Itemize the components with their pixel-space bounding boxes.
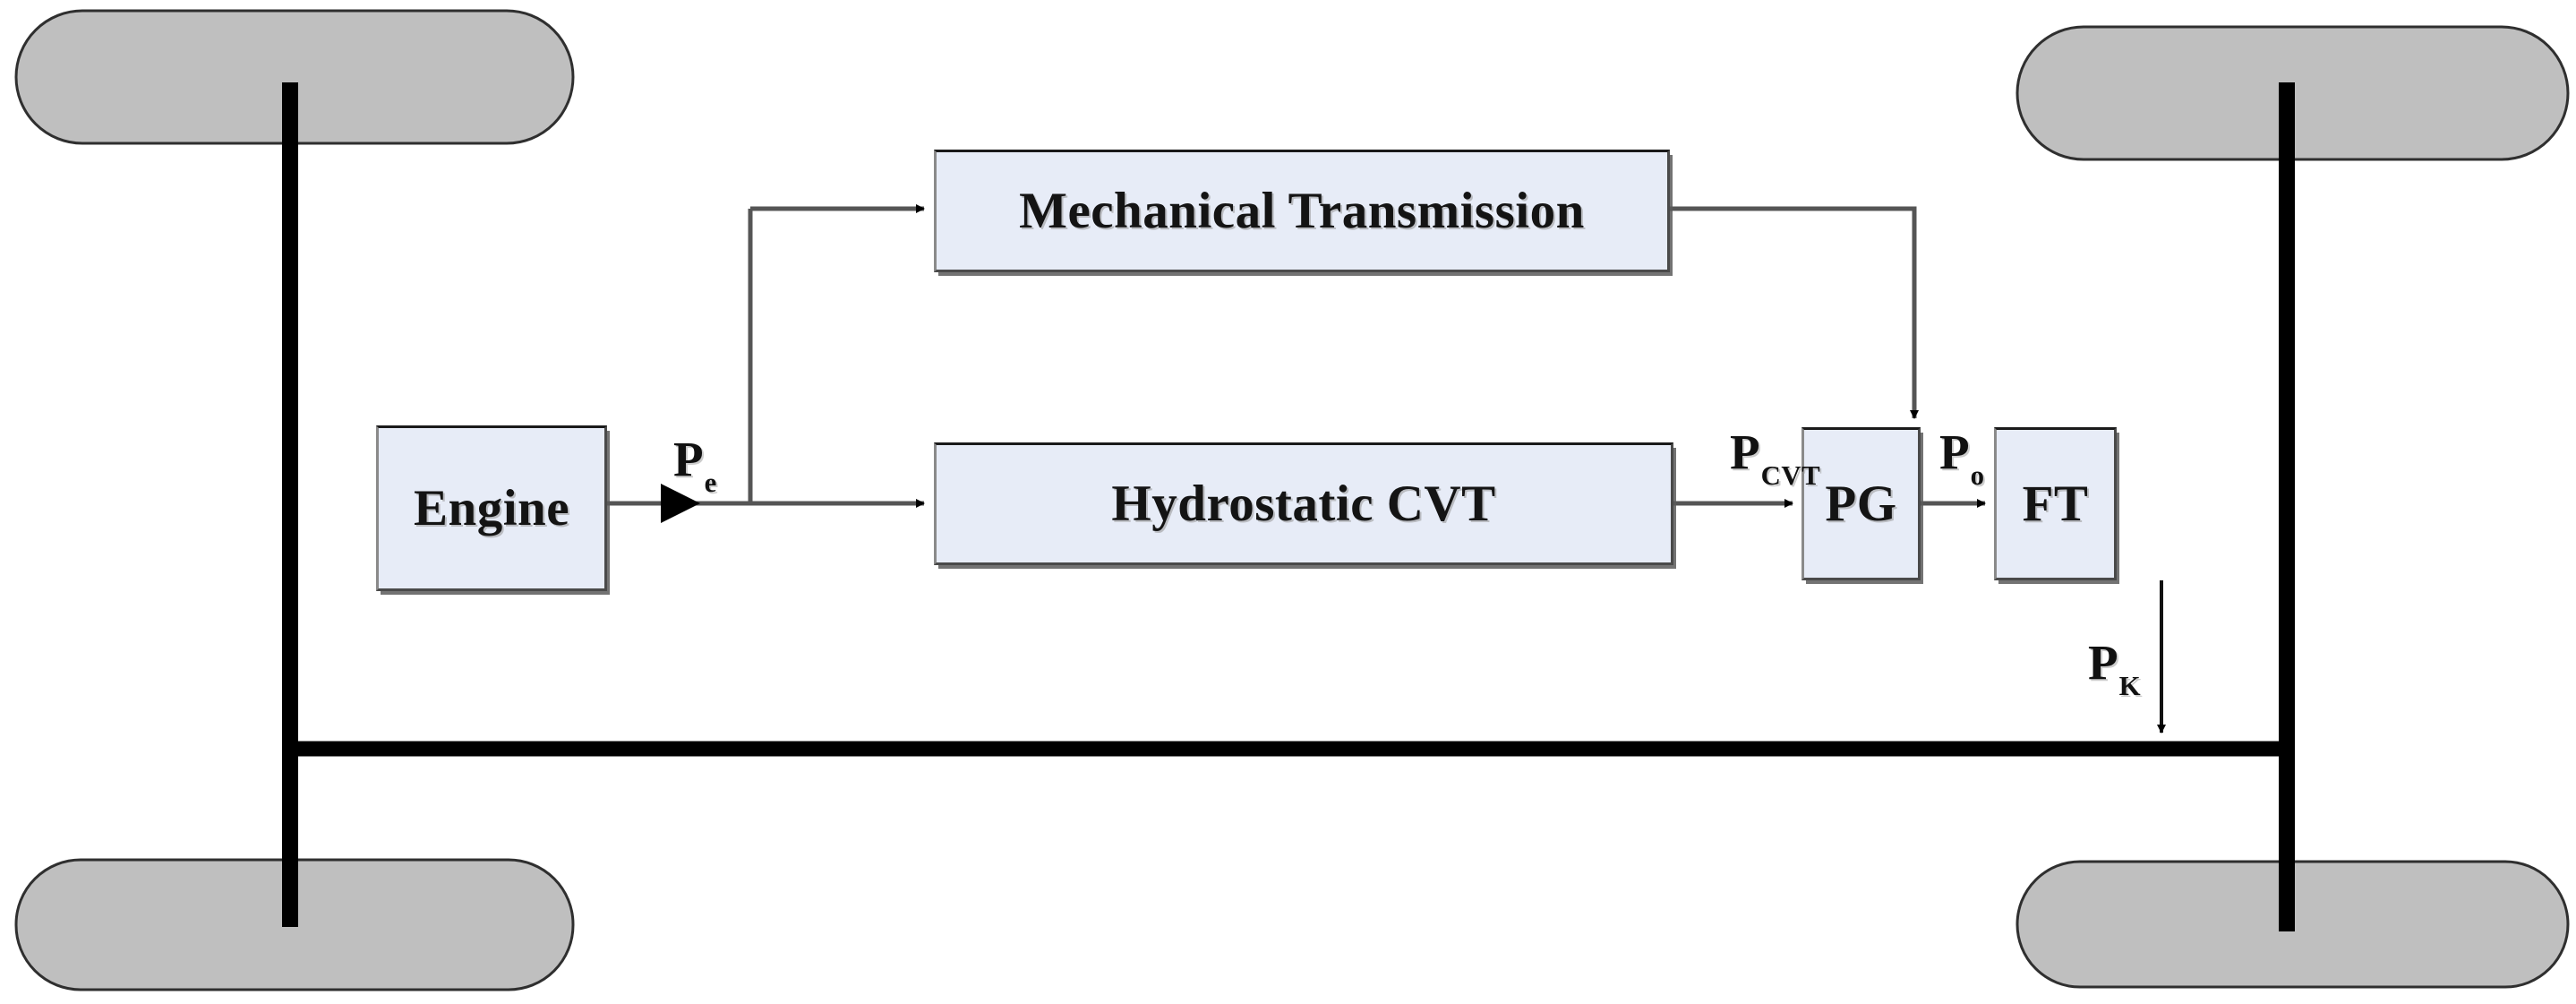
flow-label-pe-base: P [673, 432, 704, 486]
flow-label-pcvt: PCVT [1730, 425, 1820, 489]
flow-label-pcvt-sub: CVT [1760, 459, 1821, 491]
flow-label-pe-sub: e [704, 467, 717, 498]
block-engine-label: Engine [413, 480, 570, 536]
flow-label-pk: PK [2088, 635, 2141, 699]
block-planetary-gear-label: PG [1825, 476, 1897, 532]
flow-label-po-sub: o [1970, 459, 1985, 491]
block-hydrostatic-cvt[interactable]: Hydrostatic CVT [934, 442, 1673, 565]
flow-label-pcvt-base: P [1730, 425, 1760, 479]
block-mechanical-transmission[interactable]: Mechanical Transmission [934, 150, 1670, 272]
block-final-transmission[interactable]: FT [1994, 427, 2117, 580]
flow-label-po-base: P [1939, 425, 1970, 479]
flow-label-pk-base: P [2088, 635, 2118, 690]
flow-label-po: Po [1939, 425, 1984, 489]
block-mechanical-transmission-label: Mechanical Transmission [1019, 183, 1585, 239]
axle-group [282, 82, 2295, 931]
block-engine[interactable]: Engine [376, 425, 607, 591]
flow-label-pe: Pe [673, 432, 716, 496]
block-planetary-gear[interactable]: PG [1801, 427, 1921, 580]
flow-label-pk-sub: K [2118, 670, 2142, 701]
block-final-transmission-label: FT [2022, 476, 2089, 532]
connector-mt-to-pg [1670, 206, 1919, 419]
arrowhead-engine-out [661, 484, 700, 523]
connector-group [607, 204, 2166, 734]
block-hydrostatic-cvt-label: Hydrostatic CVT [1111, 476, 1496, 532]
